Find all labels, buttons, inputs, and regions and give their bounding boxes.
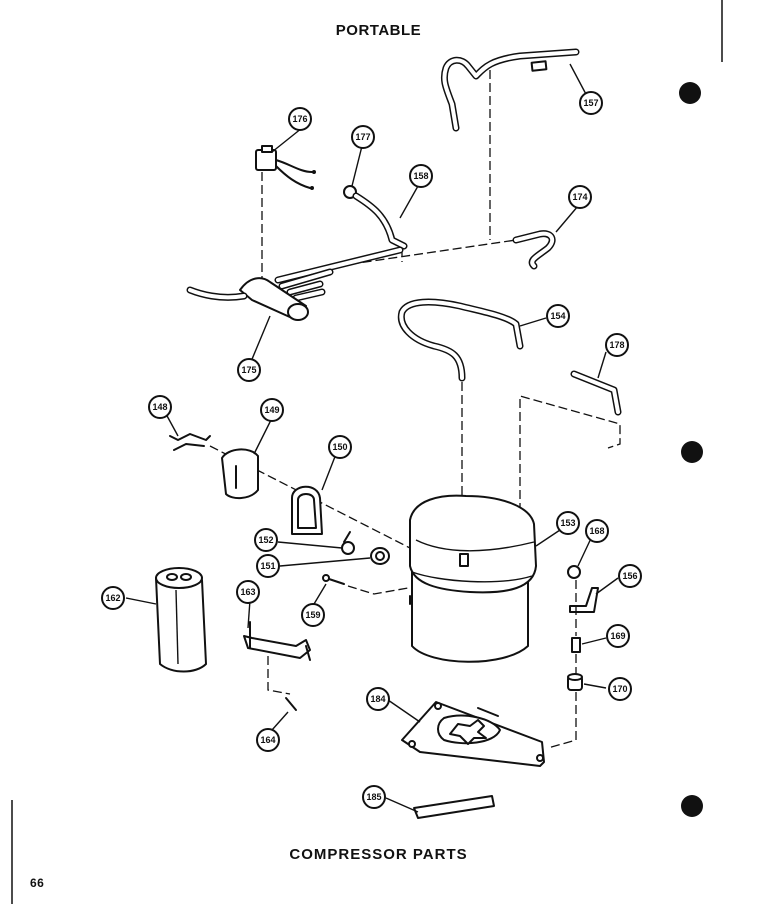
part-152-grommet: [341, 541, 355, 555]
callout-169-label: 169: [610, 631, 625, 641]
callout-177: 177: [351, 125, 375, 149]
page-number: 66: [30, 876, 45, 890]
callout-162: 162: [101, 586, 125, 610]
part-168-nut: [567, 565, 581, 579]
callout-163: 163: [236, 580, 260, 604]
callout-174: 174: [568, 185, 592, 209]
callout-169: 169: [606, 624, 630, 648]
dashed-guide-mount: [547, 580, 577, 749]
callout-152: 152: [254, 528, 278, 552]
callout-174-label: 174: [572, 192, 587, 202]
callout-157: 157: [579, 91, 603, 115]
callout-170-label: 170: [612, 684, 627, 694]
callout-153-label: 153: [560, 518, 575, 528]
callout-175: 175: [237, 358, 261, 382]
callout-151: 151: [256, 554, 280, 578]
callout-156-label: 156: [622, 571, 637, 581]
callout-184: 184: [366, 687, 390, 711]
callout-154: 154: [546, 304, 570, 328]
part-157-tube: [440, 48, 580, 132]
part-149-cover: [221, 448, 259, 500]
callout-153: 153: [556, 511, 580, 535]
punch-hole-middle: [681, 441, 703, 463]
part-184-base-plate: [401, 701, 545, 767]
callout-168-label: 168: [589, 526, 604, 536]
callout-150: 150: [328, 435, 352, 459]
callout-154-label: 154: [550, 311, 565, 321]
part-170-grommet: [567, 673, 583, 691]
part-176-connector: [255, 145, 316, 190]
part-162-capacitor: [155, 567, 207, 673]
callout-151-label: 151: [260, 561, 275, 571]
callout-156: 156: [618, 564, 642, 588]
callout-185: 185: [362, 785, 386, 809]
callout-152-label: 152: [258, 535, 273, 545]
callout-164: 164: [256, 728, 280, 752]
callout-149: 149: [260, 398, 284, 422]
callout-158: 158: [409, 164, 433, 188]
part-163-bracket: [243, 621, 311, 661]
punch-hole-bottom: [681, 795, 703, 817]
punch-hole-top: [679, 82, 701, 104]
part-154-tube: [397, 298, 524, 382]
callout-148-label: 148: [152, 402, 167, 412]
dashed-guide-163: [267, 656, 291, 695]
callout-177-label: 177: [355, 132, 370, 142]
callout-163-label: 163: [240, 587, 255, 597]
callout-178: 178: [605, 333, 629, 357]
part-175-manifold: [186, 246, 404, 321]
callout-184-label: 184: [370, 694, 385, 704]
part-185-strip: [413, 795, 495, 819]
callout-175-label: 175: [241, 365, 256, 375]
callout-159-label: 159: [305, 610, 320, 620]
callout-150-label: 150: [332, 442, 347, 452]
callout-170: 170: [608, 677, 632, 701]
leader-lines: [125, 63, 619, 813]
part-164-screw: [285, 697, 297, 711]
callout-158-label: 158: [413, 171, 428, 181]
callout-157-label: 157: [583, 98, 598, 108]
dashed-guide-159: [347, 585, 409, 595]
part-158-tube: [352, 192, 408, 250]
part-151-grommet: [370, 547, 390, 565]
dashed-guide-178: [519, 395, 621, 512]
section-title: PORTABLE: [335, 22, 422, 39]
callout-162-label: 162: [105, 593, 120, 603]
diagram-caption: COMPRESSOR PARTS: [289, 846, 468, 863]
part-178-tube: [570, 370, 622, 416]
part-150-gasket: [291, 485, 323, 535]
part-148-clip: [169, 433, 211, 451]
part-153-compressor: [409, 494, 537, 663]
callout-176-label: 176: [292, 114, 307, 124]
part-174-tube: [512, 230, 556, 270]
callout-148: 148: [148, 395, 172, 419]
part-156-bracket: [569, 587, 599, 613]
callout-168: 168: [585, 519, 609, 543]
callout-185-label: 185: [366, 792, 381, 802]
callout-149-label: 149: [264, 405, 279, 415]
callout-178-label: 178: [609, 340, 624, 350]
callout-176: 176: [288, 107, 312, 131]
callout-159: 159: [301, 603, 325, 627]
part-169-sleeve: [571, 637, 581, 653]
callout-164-label: 164: [260, 735, 275, 745]
